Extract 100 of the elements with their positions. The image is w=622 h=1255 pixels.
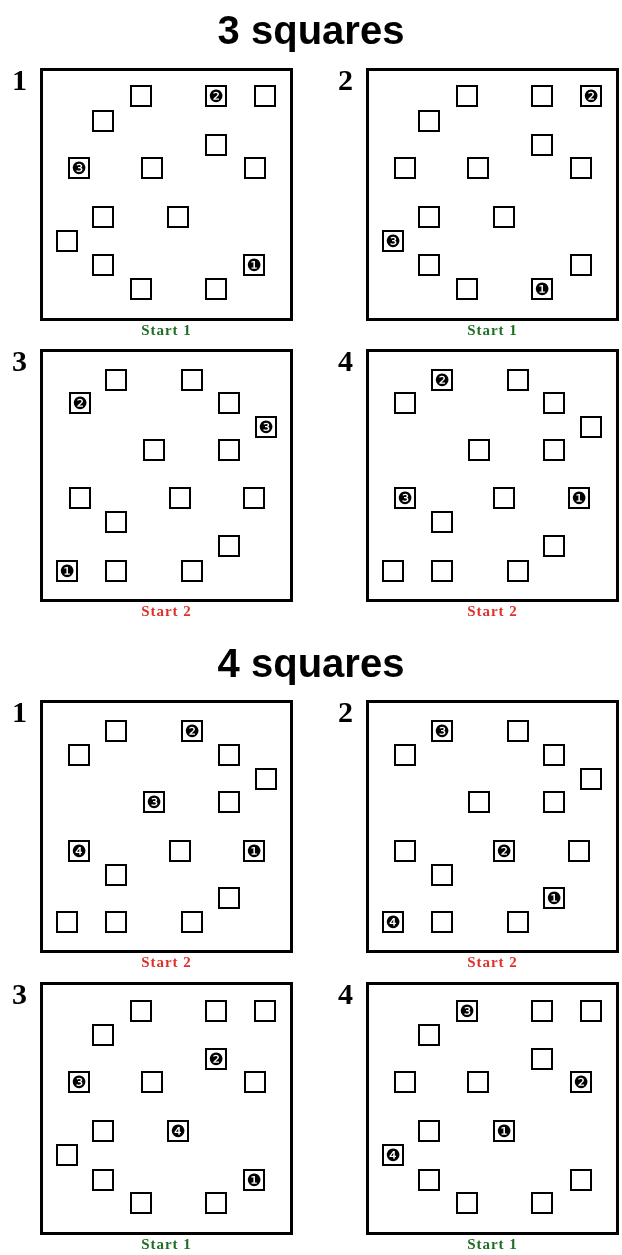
empty-square	[456, 1192, 478, 1214]
empty-square	[456, 85, 478, 107]
panel-number: 1	[12, 696, 27, 728]
numbered-square: ❶	[243, 1169, 265, 1191]
empty-square	[56, 1144, 78, 1166]
empty-square	[543, 535, 565, 557]
empty-square	[531, 85, 553, 107]
empty-square	[244, 157, 266, 179]
empty-square	[418, 1169, 440, 1191]
empty-square	[105, 864, 127, 886]
numbered-square: ❷	[181, 720, 203, 742]
numbered-square: ❷	[205, 85, 227, 107]
numbered-square: ❷	[493, 840, 515, 862]
empty-square	[568, 840, 590, 862]
empty-square	[181, 560, 203, 582]
empty-square	[580, 1000, 602, 1022]
empty-square	[167, 206, 189, 228]
numbered-square: ❷	[570, 1071, 592, 1093]
start-label: Start 2	[140, 603, 193, 620]
numbered-square: ❶	[243, 840, 265, 862]
empty-square	[456, 278, 478, 300]
empty-square	[169, 840, 191, 862]
empty-square	[92, 110, 114, 132]
empty-square	[69, 487, 91, 509]
empty-square	[68, 744, 90, 766]
numbered-square: ❸	[68, 157, 90, 179]
numbered-square: ❹	[382, 1144, 404, 1166]
panel-number: 2	[338, 696, 353, 728]
panel-number: 1	[12, 64, 27, 96]
start-label: Start 1	[140, 322, 193, 339]
panel-number: 3	[12, 345, 27, 377]
panel-number: 3	[12, 978, 27, 1010]
empty-square	[418, 110, 440, 132]
numbered-square: ❶	[543, 887, 565, 909]
numbered-square: ❷	[69, 392, 91, 414]
empty-square	[130, 85, 152, 107]
empty-square	[105, 911, 127, 933]
empty-square	[467, 1071, 489, 1093]
empty-square	[431, 864, 453, 886]
numbered-square: ❶	[56, 560, 78, 582]
empty-square	[130, 1000, 152, 1022]
empty-square	[507, 720, 529, 742]
empty-square	[467, 157, 489, 179]
empty-square	[205, 1000, 227, 1022]
panel-number: 4	[338, 345, 353, 377]
panel-number: 2	[338, 64, 353, 96]
start-label: Start 1	[466, 1236, 519, 1253]
numbered-square: ❸	[382, 230, 404, 252]
numbered-square: ❹	[68, 840, 90, 862]
empty-square	[543, 439, 565, 461]
empty-square	[531, 1192, 553, 1214]
numbered-square: ❸	[394, 487, 416, 509]
numbered-square: ❸	[431, 720, 453, 742]
start-label: Start 1	[466, 322, 519, 339]
numbered-square: ❸	[456, 1000, 478, 1022]
empty-square	[580, 768, 602, 790]
numbered-square: ❶	[568, 487, 590, 509]
empty-square	[243, 487, 265, 509]
empty-square	[418, 1120, 440, 1142]
section-heading: 4 squares	[216, 641, 406, 685]
empty-square	[543, 791, 565, 813]
empty-square	[531, 1048, 553, 1070]
empty-square	[468, 791, 490, 813]
section-heading: 3 squares	[216, 8, 406, 52]
empty-square	[130, 278, 152, 300]
empty-square	[105, 369, 127, 391]
start-label: Start 2	[466, 954, 519, 971]
empty-square	[493, 206, 515, 228]
empty-square	[92, 254, 114, 276]
empty-square	[205, 278, 227, 300]
empty-square	[431, 560, 453, 582]
empty-square	[254, 85, 276, 107]
empty-square	[218, 744, 240, 766]
empty-square	[431, 511, 453, 533]
numbered-square: ❸	[255, 416, 277, 438]
empty-square	[205, 1192, 227, 1214]
numbered-square: ❷	[205, 1048, 227, 1070]
empty-square	[218, 535, 240, 557]
numbered-square: ❸	[143, 791, 165, 813]
empty-square	[394, 157, 416, 179]
start-label: Start 2	[466, 603, 519, 620]
empty-square	[169, 487, 191, 509]
empty-square	[205, 134, 227, 156]
panel-number: 4	[338, 978, 353, 1010]
empty-square	[394, 744, 416, 766]
empty-square	[507, 560, 529, 582]
numbered-square: ❹	[382, 911, 404, 933]
empty-square	[531, 134, 553, 156]
empty-square	[92, 206, 114, 228]
empty-square	[181, 369, 203, 391]
numbered-square: ❸	[68, 1071, 90, 1093]
numbered-square: ❶	[243, 254, 265, 276]
numbered-square: ❷	[580, 85, 602, 107]
empty-square	[570, 254, 592, 276]
empty-square	[507, 911, 529, 933]
empty-square	[56, 911, 78, 933]
empty-square	[255, 768, 277, 790]
empty-square	[141, 157, 163, 179]
empty-square	[254, 1000, 276, 1022]
start-label: Start 2	[140, 954, 193, 971]
